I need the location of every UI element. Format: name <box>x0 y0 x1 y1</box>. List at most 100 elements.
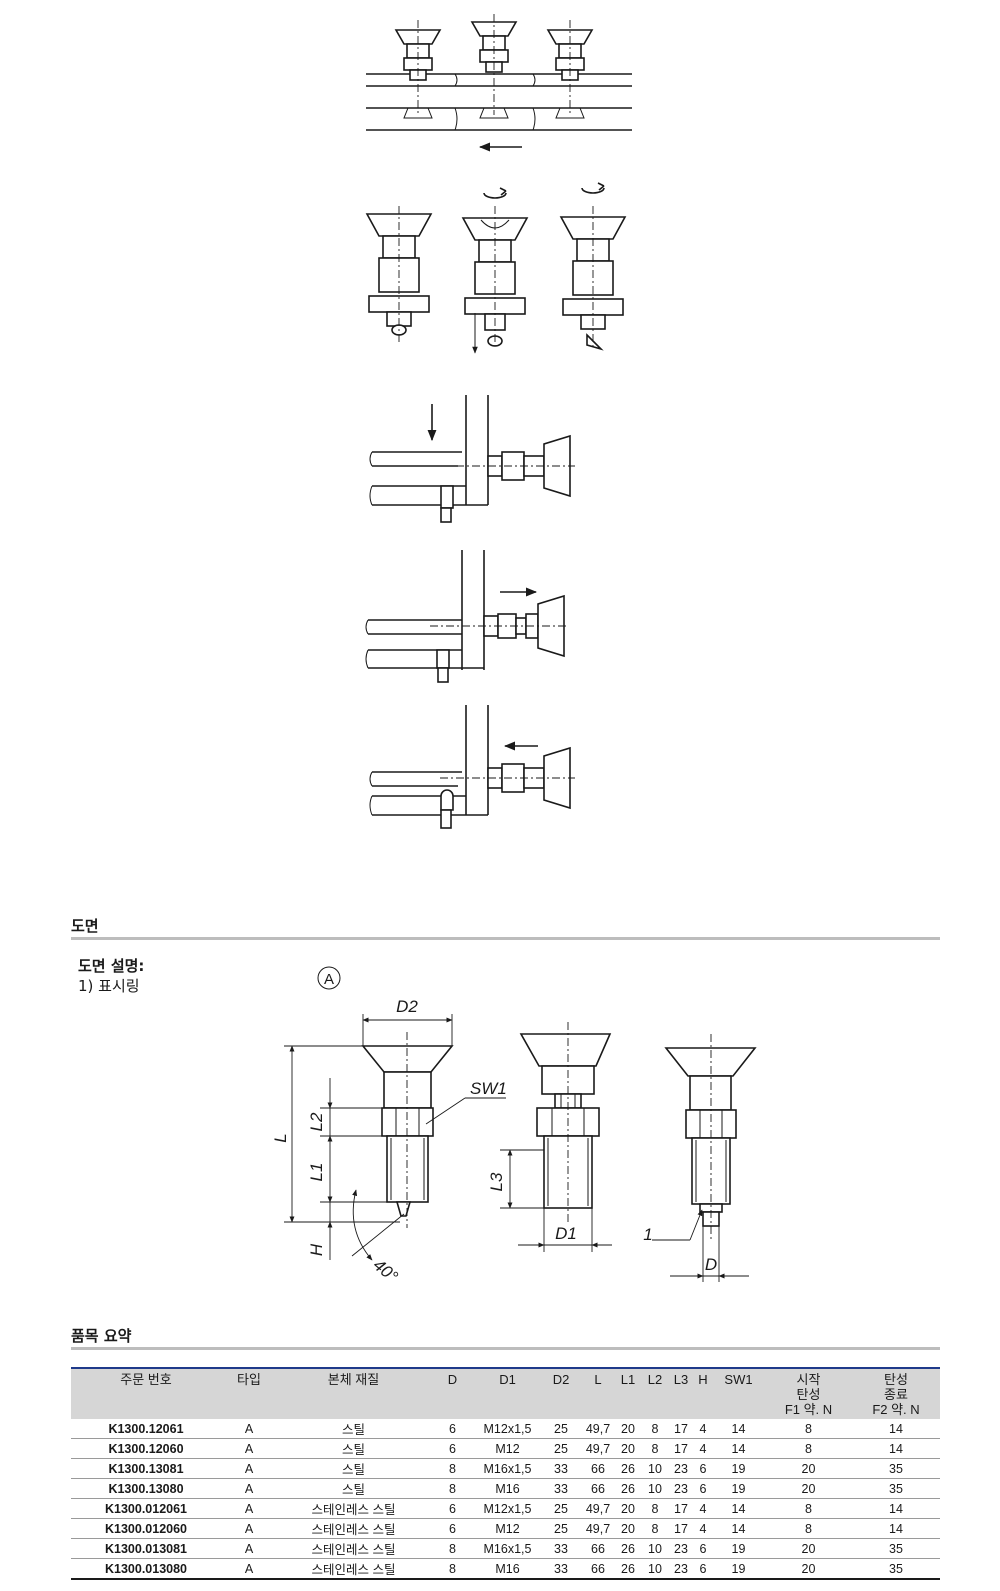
drawing-plunger-middle: L3 D1 <box>487 1022 612 1252</box>
table-cell: 66 <box>582 1538 614 1559</box>
table-cell: 스틸 <box>277 1478 430 1499</box>
table-cell: 14 <box>852 1498 940 1519</box>
table-header-cell: D <box>430 1367 475 1419</box>
table-cell: 8 <box>765 1419 852 1439</box>
table-cell: 4 <box>694 1498 712 1519</box>
table-cell: 10 <box>642 1458 668 1479</box>
table-header-cell: L1 <box>614 1367 642 1419</box>
table-cell: 19 <box>712 1458 765 1479</box>
dimension-drawing: A D2 SW1 <box>271 966 757 1286</box>
drawing-legend: 도면 설명: 1) 표시링 <box>78 956 144 996</box>
table-cell: 10 <box>642 1558 668 1580</box>
table-cell: 14 <box>852 1518 940 1539</box>
table-cell: 스테인레스 스틸 <box>277 1498 430 1519</box>
table-cell: 20 <box>614 1438 642 1459</box>
table-cell: 19 <box>712 1478 765 1499</box>
table-cell: 8 <box>430 1458 475 1479</box>
table-cell: 33 <box>540 1538 582 1559</box>
table-cell: 26 <box>614 1458 642 1479</box>
section-divider <box>71 937 940 940</box>
legend-heading: 도면 설명: <box>78 957 145 975</box>
table-cell: 6 <box>430 1438 475 1459</box>
table-cell: 26 <box>614 1538 642 1559</box>
table-cell: A <box>221 1518 277 1539</box>
table-cell: 스테인레스 스틸 <box>277 1538 430 1559</box>
table-cell: 26 <box>614 1558 642 1580</box>
table-cell: 23 <box>668 1478 694 1499</box>
illustration-sliding-plates <box>366 14 632 152</box>
table-header-cell: L3 <box>668 1367 694 1419</box>
table-cell: A <box>221 1558 277 1580</box>
table-cell: 8 <box>430 1558 475 1580</box>
table-header-cell: H <box>694 1367 712 1419</box>
table-cell: 25 <box>540 1419 582 1439</box>
table-cell: 20 <box>765 1458 852 1479</box>
table-cell: 4 <box>694 1438 712 1459</box>
table-cell: 49,7 <box>582 1419 614 1439</box>
table-cell: 25 <box>540 1438 582 1459</box>
table-cell: M12x1,5 <box>475 1419 540 1439</box>
label-d1: D1 <box>555 1224 577 1243</box>
label-h: H <box>307 1243 326 1256</box>
illustration-step-5 <box>369 705 575 829</box>
table-cell: 49,7 <box>582 1498 614 1519</box>
table-header-cell: L <box>582 1367 614 1419</box>
circle-marker-a <box>317 966 341 990</box>
table-cell: 25 <box>540 1518 582 1539</box>
label-l: L <box>271 1133 290 1142</box>
table-cell: 6 <box>694 1538 712 1559</box>
table-cell: 66 <box>582 1458 614 1479</box>
table-cell: 8 <box>642 1438 668 1459</box>
table-cell: 20 <box>614 1518 642 1539</box>
table-header-cell: D2 <box>540 1367 582 1419</box>
table-cell: A <box>221 1419 277 1439</box>
table-cell: 스틸 <box>277 1419 430 1439</box>
label-sw1: SW1 <box>470 1079 507 1098</box>
label-l3: L3 <box>487 1172 506 1191</box>
table-cell: M12 <box>475 1438 540 1459</box>
circle-marker-text: A <box>324 971 334 988</box>
table-cell: A <box>221 1538 277 1559</box>
table-cell: 33 <box>540 1458 582 1479</box>
order-number-cell: K1300.012061 <box>71 1498 221 1519</box>
table-cell: 33 <box>540 1478 582 1499</box>
table-cell: 14 <box>712 1518 765 1539</box>
table-cell: 스테인레스 스틸 <box>277 1558 430 1580</box>
table-cell: A <box>221 1438 277 1459</box>
table-cell: M16x1,5 <box>475 1538 540 1559</box>
table-cell: 23 <box>668 1458 694 1479</box>
table-cell: 4 <box>694 1518 712 1539</box>
table-cell: 19 <box>712 1558 765 1580</box>
table-cell: 8 <box>430 1478 475 1499</box>
drawing-section-title: 도면 <box>71 917 99 935</box>
table-cell: 8 <box>430 1538 475 1559</box>
table-header-cell: D1 <box>475 1367 540 1419</box>
table-cell: M12x1,5 <box>475 1498 540 1519</box>
illustration-step-4 <box>365 550 568 683</box>
table-cell: 8 <box>765 1518 852 1539</box>
table-cell: 49,7 <box>582 1518 614 1539</box>
drawing-plunger-right: 1 D <box>643 1034 757 1282</box>
order-number-cell: K1300.13081 <box>71 1458 221 1479</box>
table-cell: 6 <box>694 1558 712 1580</box>
table-cell: 33 <box>540 1558 582 1580</box>
table-cell: 49,7 <box>582 1438 614 1459</box>
table-cell: 8 <box>642 1498 668 1519</box>
order-number-cell: K1300.012060 <box>71 1518 221 1539</box>
table-cell: 14 <box>852 1438 940 1459</box>
summary-section-title: 품목 요약 <box>71 1327 132 1345</box>
drawing-plunger-dimensioned: D2 SW1 L L2 L1 H 40° <box>271 997 507 1286</box>
table-header-cell: 본체 재질 <box>277 1367 430 1419</box>
table-cell: M16 <box>475 1478 540 1499</box>
table-cell: 20 <box>765 1478 852 1499</box>
label-d: D <box>705 1255 717 1274</box>
label-l1: L1 <box>307 1163 326 1182</box>
table-cell: 35 <box>852 1538 940 1559</box>
table-cell: 14 <box>712 1438 765 1459</box>
